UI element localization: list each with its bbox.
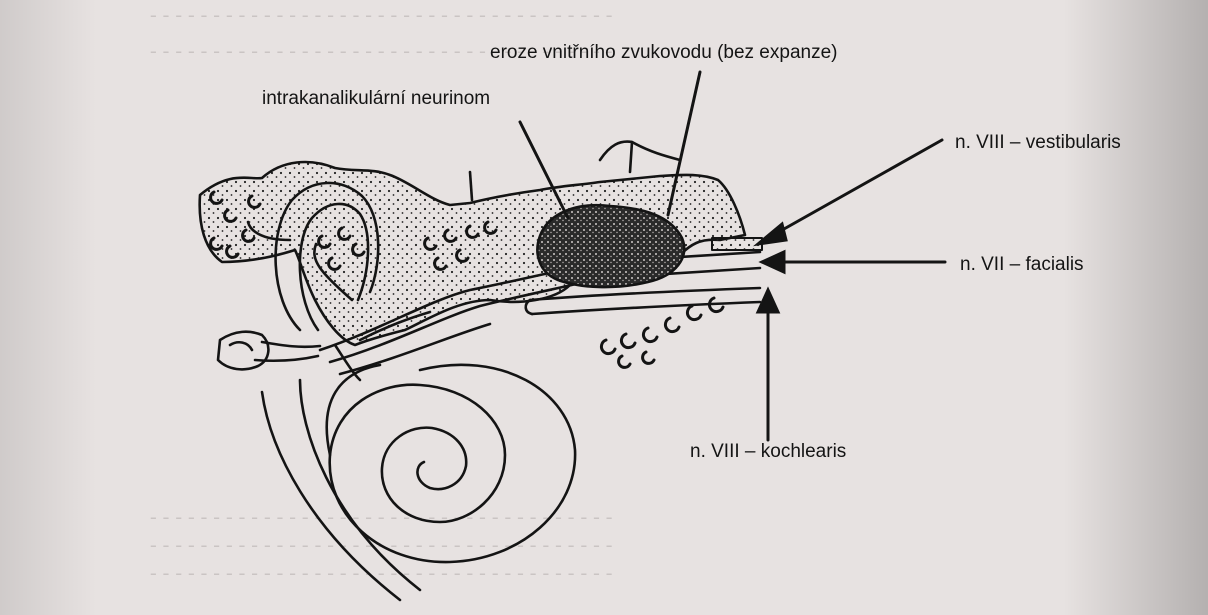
facialis-arrow [762, 252, 945, 272]
label-vestibularis: n. VIII – vestibularis [955, 132, 1121, 153]
label-kochlearis: n. VIII – kochlearis [690, 441, 846, 462]
label-facialis: n. VII – facialis [960, 254, 1084, 275]
label-eroze: eroze vnitřního zvukovodu (bez expanze) [490, 42, 837, 63]
label-neurinom: intrakanalikulární neurinom [262, 88, 490, 109]
vestibular-nerve-bar [712, 238, 762, 250]
cochlea [262, 365, 575, 600]
kochlearis-arrow [758, 290, 778, 440]
neurinom-tumor [537, 205, 684, 287]
vestibularis-arrow [758, 140, 942, 244]
middle-ear [218, 332, 360, 380]
